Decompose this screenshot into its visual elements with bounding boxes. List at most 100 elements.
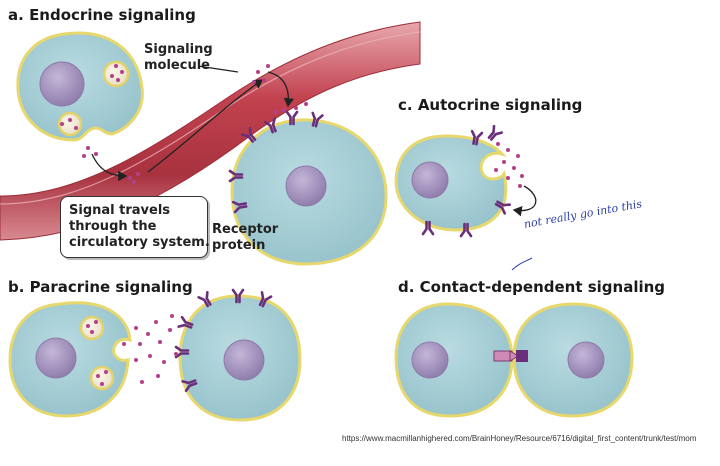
signaling-molecule [120, 70, 124, 74]
panel-a-letter: a. [8, 6, 24, 24]
signaling-molecule [282, 108, 286, 112]
signaling-molecule [168, 328, 172, 332]
signaling-molecule [266, 64, 270, 68]
autocrine-return-arrow [512, 185, 537, 217]
signaling-molecule [520, 174, 524, 178]
receptor-icon [487, 124, 503, 141]
signaling-molecule [114, 64, 118, 68]
signaling-molecule [94, 320, 98, 324]
contact-cell-right [512, 302, 634, 418]
panel-b-title-text: Paracrine signaling [29, 278, 193, 296]
receptor-protein-label-line: protein [212, 238, 266, 253]
panel-d-title-text: Contact-dependent signaling [419, 278, 666, 296]
circulatory-callout: Signal travels through the circulatory s… [60, 196, 210, 258]
callout-line: circulatory system. [69, 235, 210, 250]
signaling-molecule [104, 370, 108, 374]
signaling-molecule [304, 102, 308, 106]
signaling-molecule [136, 172, 140, 176]
source-url: https://www.macmillanhighered.com/BrainH… [342, 434, 697, 443]
signaling-molecule [110, 74, 114, 78]
signaling-molecule [132, 180, 136, 184]
nucleus [223, 339, 265, 381]
endocrine-target-cell [230, 118, 388, 266]
signaling-molecule [94, 152, 98, 156]
signaling-molecule [96, 374, 100, 378]
signaling-molecule [146, 332, 150, 336]
nucleus [567, 341, 605, 379]
signaling-molecule [86, 324, 90, 328]
panel-d-letter: d. [398, 278, 415, 296]
signaling-molecule [74, 126, 78, 130]
signaling-molecule [518, 184, 522, 188]
signaling-molecule [252, 80, 256, 84]
receptor-icon [258, 291, 273, 308]
panel-b-title: b. Paracrine signaling [8, 278, 193, 296]
receptor-icon [181, 379, 198, 393]
paracrine-target-cell [178, 294, 302, 422]
panel-c-title: c. Autocrine signaling [398, 96, 582, 114]
secretory-vesicle [79, 315, 105, 341]
contact-junction [493, 350, 528, 362]
receptor-icon [459, 222, 473, 238]
callout-line: through the [69, 219, 157, 234]
signaling-molecule [148, 354, 152, 358]
signaling-molecule [274, 110, 278, 114]
annotation-pointer [511, 257, 533, 271]
signaling-molecule [294, 106, 298, 110]
receptor-icon [241, 126, 257, 143]
signaling-molecule [134, 326, 138, 330]
signaling-molecule [174, 352, 178, 356]
receptor-icon [285, 110, 299, 126]
binding-arrow [267, 71, 295, 108]
signaling-molecule [134, 358, 138, 362]
signaling-molecule [256, 70, 260, 74]
signaling-molecules [60, 64, 524, 386]
signaling-molecule [128, 176, 132, 180]
signaling-molecule [506, 148, 510, 152]
signaling-molecule [158, 340, 162, 344]
signaling-molecule [494, 168, 498, 172]
label-pointer [197, 65, 239, 73]
receptor-proteins [174, 110, 511, 393]
signaling-molecule [116, 78, 120, 82]
signaling-molecule [496, 142, 500, 146]
signaling-molecule [512, 166, 516, 170]
receptor-icon [470, 129, 484, 146]
signaling-molecule [156, 374, 160, 378]
receptor-icon [231, 200, 248, 214]
signaling-molecule [506, 176, 510, 180]
signaling-molecule [262, 78, 266, 82]
signaling-molecule [68, 118, 72, 122]
signaling-molecule-label-line: molecule [144, 58, 210, 73]
secretory-vesicle [102, 60, 130, 88]
receptor-icon [494, 200, 511, 215]
nucleus [285, 165, 327, 207]
endocrine-secreting-cell [16, 31, 144, 142]
receptor-icon [231, 288, 245, 304]
receptor-icon [197, 291, 212, 308]
receptor-protein-label: Receptor protein [212, 222, 278, 254]
signaling-molecule-label: Signaling molecule [144, 42, 213, 74]
signaling-molecule [90, 330, 94, 334]
nucleus [411, 341, 449, 379]
signaling-molecule [86, 146, 90, 150]
nucleus [39, 61, 85, 107]
receptor-icon [177, 315, 194, 329]
signaling-molecule [82, 154, 86, 158]
receptor-icon [311, 111, 324, 128]
signaling-molecule [100, 382, 104, 386]
signaling-molecule [140, 380, 144, 384]
signaling-molecule [154, 320, 158, 324]
receptor-protein-label-line: Receptor [212, 222, 279, 237]
signal-arrows [91, 65, 537, 217]
signaling-molecule [122, 342, 126, 346]
panel-a-title-text: Endocrine signaling [29, 6, 196, 24]
panel-c-title-text: Autocrine signaling [417, 96, 583, 114]
nucleus [411, 161, 449, 199]
panel-a-title: a. Endocrine signaling [8, 6, 196, 24]
transport-arrow [147, 79, 264, 173]
contact-cell-left [394, 302, 514, 418]
callout-line: Signal travels [69, 203, 171, 218]
panel-d-title: d. Contact-dependent signaling [398, 278, 665, 296]
